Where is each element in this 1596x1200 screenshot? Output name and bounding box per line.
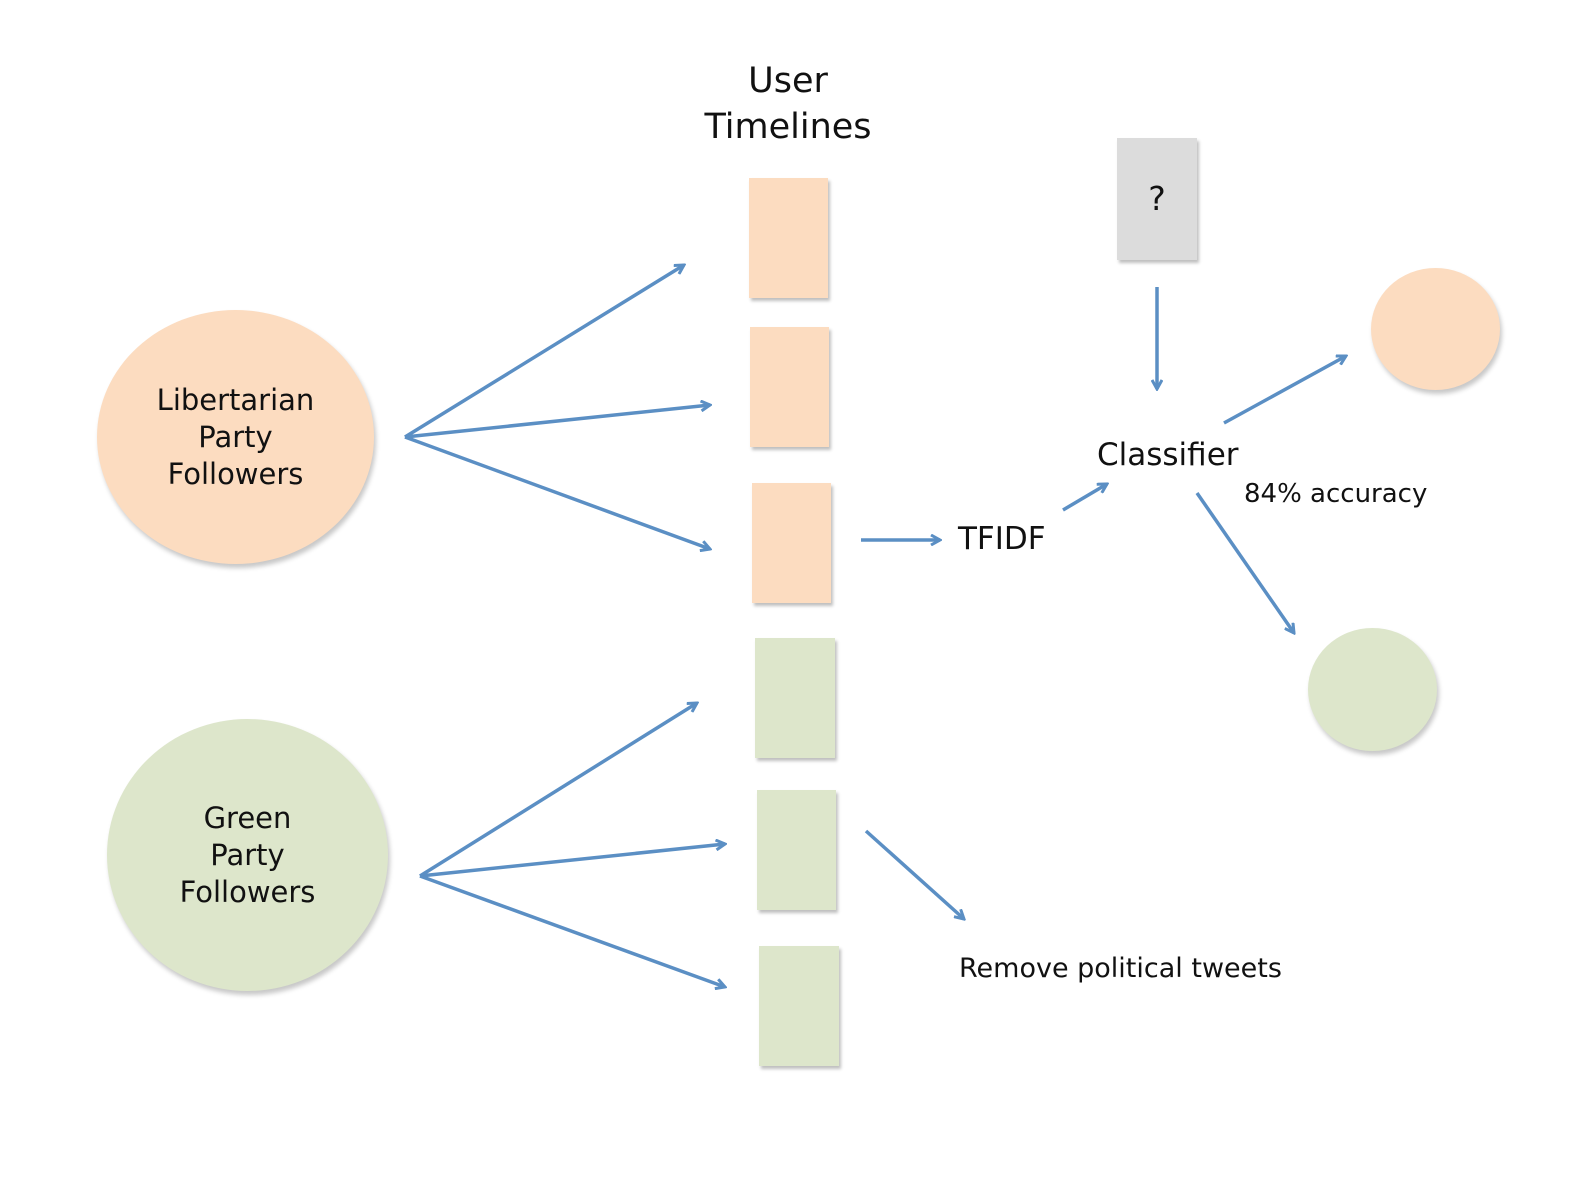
- libertarian-line-1: Libertarian: [156, 382, 315, 417]
- green-line-1: Green: [203, 800, 292, 835]
- timeline-box-5: [757, 790, 836, 910]
- timeline-box-2: [750, 327, 829, 447]
- green-line-2: Party: [210, 837, 285, 872]
- arrow-green-to-timeline-6: [419, 874, 725, 987]
- green-label: Green Party Followers: [180, 800, 316, 911]
- question-mark-label: ?: [1148, 179, 1166, 218]
- green-followers-circle: Green Party Followers: [107, 719, 388, 991]
- arrow-timeline-to-remove: [864, 829, 964, 919]
- libertarian-line-2: Party: [198, 419, 273, 454]
- libertarian-followers-circle: Libertarian Party Followers: [97, 310, 374, 564]
- arrow-green-to-timeline-4: [419, 703, 697, 878]
- arrow-tfidf-to-classifier: [1062, 484, 1107, 512]
- arrow-lib-to-timeline-3: [404, 435, 710, 549]
- libertarian-line-3: Followers: [167, 456, 304, 491]
- arrow-green-to-timeline-5: [419, 844, 725, 878]
- tfidf-label: TFIDF: [958, 521, 1046, 557]
- timeline-box-1: [749, 178, 828, 298]
- timeline-box-3: [752, 483, 831, 603]
- arrow-classifier-to-green: [1195, 492, 1294, 633]
- arrow-lib-to-timeline-2: [404, 405, 710, 439]
- output-green-circle: [1308, 628, 1437, 751]
- arrow-classifier-to-libertarian: [1223, 356, 1346, 425]
- classifier-label: Classifier: [1097, 437, 1239, 473]
- output-libertarian-circle: [1371, 268, 1500, 390]
- unknown-timeline-box: ?: [1117, 138, 1197, 260]
- timeline-box-4: [755, 638, 835, 758]
- title-line-1: User: [748, 61, 828, 101]
- remove-political-tweets-label: Remove political tweets: [959, 953, 1282, 984]
- arrow-lib-to-timeline-1: [404, 265, 684, 439]
- green-line-3: Followers: [179, 874, 316, 909]
- title-line-2: Timelines: [704, 107, 872, 147]
- user-timelines-title: User Timelines: [700, 58, 876, 150]
- accuracy-label: 84% accuracy: [1244, 479, 1428, 509]
- timeline-box-6: [759, 946, 839, 1066]
- libertarian-label: Libertarian Party Followers: [157, 382, 315, 493]
